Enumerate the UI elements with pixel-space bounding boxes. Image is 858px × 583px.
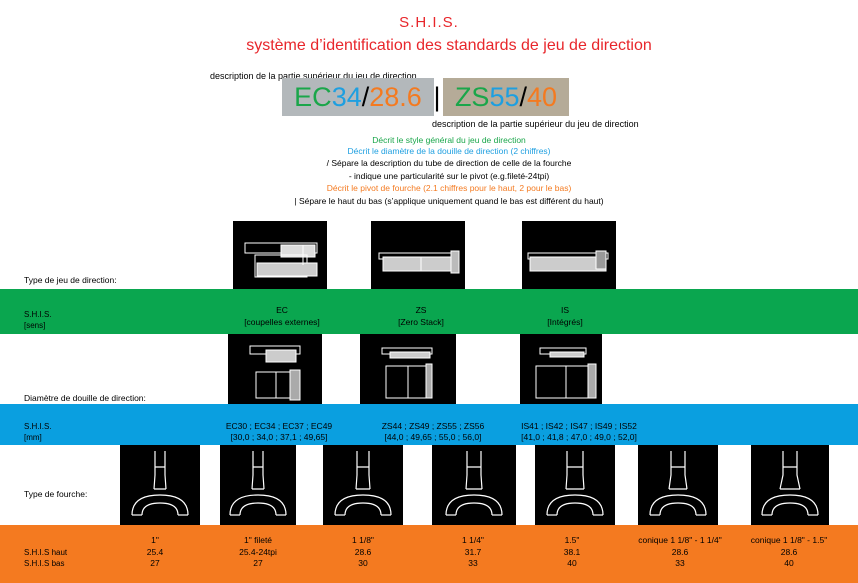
headset-type-code: EC [276, 305, 288, 315]
fork-name: 1 1/8" [352, 535, 374, 545]
code-left-box: EC34/28.6 [282, 78, 434, 116]
code-right-diameter: 55 [489, 82, 520, 112]
fork-top-code: 31.7 [464, 547, 482, 557]
fork-picture [432, 445, 516, 525]
fork-bottom-code: 40 [567, 558, 577, 568]
fork-picture [220, 445, 296, 525]
fork-picture [535, 445, 615, 525]
fork-bottom-code: 40 [784, 558, 794, 568]
code-right-pivot: 40 [527, 82, 558, 112]
bore-is-drawing [535, 347, 597, 399]
fork-drawing [131, 451, 189, 516]
code-right-box: ZS55/40 [443, 78, 569, 116]
blue-band [0, 404, 858, 445]
page-subtitle: système d’identification des standards d… [246, 37, 652, 54]
orange-band-label-1: S.H.I.S haut [24, 548, 68, 557]
fork-bottom-code: 33 [468, 558, 478, 568]
legend-line: | Sépare le haut du bas (s’applique uniq… [294, 196, 604, 206]
legend-line: Décrit le pivot de fourche (2.1 chiffres… [326, 183, 572, 193]
orange-band [0, 525, 858, 583]
fork-name: 1" [151, 535, 159, 545]
green-band-label-1: S.H.I.S. [24, 310, 52, 319]
headset-type-name: [Intégrés] [547, 317, 583, 327]
headset-ec-picture [233, 221, 327, 289]
bore-code-list: ZS44 ; ZS49 ; ZS55 ; ZS56 [381, 421, 485, 431]
code-left-style: EC [294, 82, 332, 112]
fork-bottom-code: 27 [150, 558, 160, 568]
legend-line: Décrit le diamètre de la douille de dire… [347, 146, 551, 156]
fork-bottom-code: 30 [358, 558, 368, 568]
fork-bottom-code: 27 [253, 558, 263, 568]
fork-picture [120, 445, 200, 525]
fork-name: 1.5" [564, 535, 580, 545]
headset-is-drawing [527, 250, 609, 272]
headset-type-name: [coupelles externes] [244, 317, 320, 327]
bore-label: Diamètre de douille de direction: [24, 393, 146, 403]
bore-mm-list: [41,0 ; 41,8 ; 47,0 ; 49,0 ; 52,0] [521, 432, 637, 442]
code-right-style: ZS [454, 82, 490, 112]
fork-top-code: 25.4-24tpi [239, 547, 277, 557]
fork-name: conique 1 1/8" - 1 1/4" [638, 535, 722, 545]
bore-ec-picture [228, 334, 322, 404]
fork-top-code: 25.4 [146, 547, 164, 557]
blue-band-label-2: [mm] [24, 433, 42, 442]
code-left-sep: / [361, 82, 370, 112]
code-left-diameter: 34 [331, 82, 362, 112]
bore-code-list: IS41 ; IS42 ; IS47 ; IS49 ; IS52 [521, 421, 637, 431]
green-band-label-2: [sens] [24, 321, 46, 330]
code-left-pivot: 28.6 [369, 82, 422, 112]
bore-zs-picture [360, 334, 456, 404]
bore-zs-drawing [381, 347, 433, 399]
orange-band-label-2: S.H.I.S bas [24, 559, 65, 568]
fork-bottom-code: 33 [675, 558, 685, 568]
green-band [0, 289, 858, 334]
headset-zs-picture [371, 221, 465, 289]
bore-is-picture [520, 334, 602, 404]
fork-top-code: 28.6 [671, 547, 689, 557]
desc-bottom-label: description de la partie supérieur du je… [432, 119, 639, 129]
fork-drawing [445, 451, 503, 516]
headset-zs-drawing [378, 250, 460, 274]
fork-picture [323, 445, 403, 525]
fork-drawing [649, 451, 707, 516]
blue-band-label-1: S.H.I.S. [24, 422, 52, 431]
fork-name: conique 1 1/8" - 1.5" [750, 535, 828, 545]
fork-picture [638, 445, 718, 525]
fork-drawing [334, 451, 392, 516]
code-right-sep: / [519, 82, 528, 112]
headset-ec-drawing [244, 242, 318, 278]
fork-name: 1 1/4" [462, 535, 484, 545]
headset-type-label: Type de jeu de direction: [24, 275, 117, 285]
headset-is-picture [522, 221, 616, 289]
fork-top-code: 28.6 [354, 547, 372, 557]
fork-drawing [761, 451, 819, 516]
fork-top-code: 38.1 [563, 547, 581, 557]
fork-drawing [229, 451, 287, 516]
legend-line: / Sépare la description du tube de direc… [326, 158, 572, 168]
desc-top-label: description de la partie supérieur du je… [210, 71, 417, 81]
bore-ec-drawing [249, 345, 301, 401]
code-divider: | [433, 82, 441, 112]
headset-type-name: [Zero Stack] [398, 317, 444, 327]
fork-picture [751, 445, 829, 525]
bore-mm-list: [30,0 ; 34,0 ; 37,1 ; 49,65] [230, 432, 328, 442]
legend-line: Décrit le style général du jeu de direct… [372, 135, 526, 145]
fork-top-code: 28.6 [780, 547, 798, 557]
fork-label: Type de fourche: [24, 489, 88, 499]
page-title: S.H.I.S. [399, 14, 459, 31]
fork-drawing [546, 451, 604, 516]
bore-mm-list: [44,0 ; 49,65 ; 55,0 ; 56,0] [384, 432, 482, 442]
headset-type-code: ZS [415, 305, 427, 315]
bore-code-list: EC30 ; EC34 ; EC37 ; EC49 [225, 421, 333, 431]
legend-line: - indique une particularité sur le pivot… [348, 171, 550, 181]
fork-name: 1" fileté [243, 535, 273, 545]
headset-type-code: IS [560, 305, 570, 315]
